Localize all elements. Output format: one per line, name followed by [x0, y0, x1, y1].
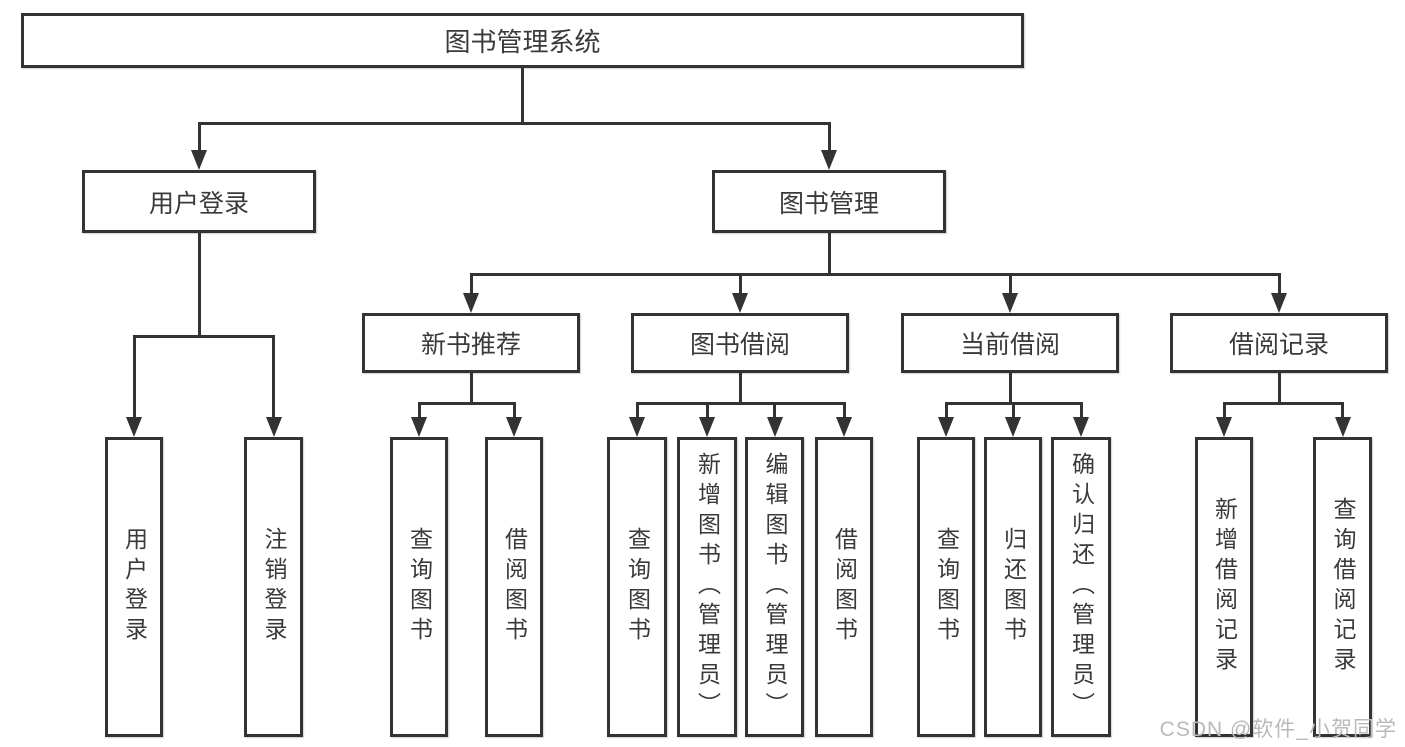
connector-line: [469, 273, 473, 295]
leaf-borrow-books: 借阅图书: [815, 437, 873, 737]
node-current-borrowing: 当前借阅: [901, 313, 1119, 373]
connector-line: [521, 68, 524, 122]
arrowhead-icon: [938, 417, 954, 437]
arrowhead-icon: [1073, 417, 1089, 437]
node-label: 确认归还（管理员）: [1068, 452, 1095, 722]
connector-line: [1277, 373, 1281, 405]
node-label: 图书借阅: [689, 331, 790, 359]
arrowhead-icon: [411, 417, 427, 437]
connector-line: [1079, 402, 1083, 420]
arrowhead-icon: [265, 417, 282, 437]
node-borrowing-records: 借阅记录: [1170, 313, 1388, 373]
connector-line: [512, 402, 516, 420]
node-label: 当前借阅: [959, 331, 1060, 359]
leaf-user-login: 用户登录: [105, 437, 163, 737]
connector-line: [197, 122, 201, 154]
node-label: 借阅图书: [501, 527, 528, 647]
arrowhead-icon: [699, 417, 715, 437]
arrowhead-icon: [1216, 417, 1232, 437]
connector-line: [132, 335, 136, 420]
arrowhead-icon: [463, 293, 479, 313]
node-book-management: 图书管理: [712, 170, 946, 233]
arrowhead-icon: [821, 150, 837, 170]
node-label: 借阅图书: [831, 527, 858, 647]
leaf-search-books-borrowing: 查询图书: [607, 437, 667, 737]
node-library-management-system: 图书管理系统: [21, 13, 1024, 68]
leaf-search-borrow-record: 查询借阅记录: [1313, 437, 1372, 737]
connector-line: [635, 402, 639, 420]
node-label: 用户登录: [148, 189, 249, 218]
arrowhead-icon: [191, 150, 207, 170]
connector-line: [1341, 402, 1344, 420]
node-label: 新增借阅记录: [1211, 497, 1238, 677]
leaf-borrow-books-recommend: 借阅图书: [485, 437, 543, 737]
connector-line: [842, 402, 846, 420]
connector-line: [417, 402, 516, 405]
node-label: 查询图书: [406, 527, 433, 647]
node-book-borrowing: 图书借阅: [631, 313, 849, 373]
arrowhead-icon: [1002, 293, 1018, 313]
arrowhead-icon: [766, 417, 783, 437]
arrowhead-icon: [629, 417, 645, 437]
node-label: 新增图书（管理员）: [694, 452, 721, 722]
node-user-login: 用户登录: [82, 170, 316, 233]
node-new-book-recommendation: 新书推荐: [362, 313, 580, 373]
leaf-search-books-current: 查询图书: [917, 437, 975, 737]
connector-line: [738, 273, 742, 295]
connector-line: [827, 233, 831, 276]
node-label: 图书管理系统: [444, 27, 601, 57]
connector-line: [705, 402, 709, 420]
connector-line: [1222, 402, 1343, 405]
connector-line: [132, 335, 275, 338]
leaf-return-books: 归还图书: [984, 437, 1042, 737]
node-label: 查询图书: [933, 527, 960, 647]
node-label: 图书管理: [778, 189, 879, 218]
leaf-edit-books-admin: 编辑图书（管理员）: [745, 437, 804, 737]
connector-line: [944, 402, 948, 420]
connector-line: [197, 122, 831, 125]
arrowhead-icon: [1334, 417, 1351, 437]
connector-line: [469, 373, 473, 405]
connector-line: [827, 122, 831, 154]
connector-line: [1222, 402, 1226, 420]
connector-line: [635, 402, 846, 405]
node-label: 归还图书: [1000, 527, 1027, 647]
connector-line: [197, 233, 201, 335]
node-label: 借阅记录: [1228, 331, 1329, 359]
node-label: 查询借阅记录: [1330, 497, 1356, 677]
arrowhead-icon: [732, 293, 748, 313]
arrowhead-icon: [1005, 417, 1021, 437]
connector-line: [1011, 402, 1015, 420]
leaf-add-borrow-record: 新增借阅记录: [1195, 437, 1253, 737]
connector-line: [469, 273, 1281, 276]
arrowhead-icon: [126, 417, 142, 437]
connector-line: [1008, 373, 1012, 405]
csdn-watermark: CSDN @软件_小贺同学: [1159, 718, 1397, 741]
connector-line: [1277, 273, 1281, 295]
connector-line: [773, 402, 776, 420]
leaf-search-books-recommend: 查询图书: [390, 437, 448, 737]
arrowhead-icon: [1271, 293, 1287, 313]
node-label: 新书推荐: [420, 331, 521, 359]
connector-line: [1008, 273, 1012, 295]
leaf-logout: 注销登录: [244, 437, 303, 737]
leaf-add-books-admin: 新增图书（管理员）: [677, 437, 737, 737]
connector-line: [417, 402, 421, 420]
arrowhead-icon: [506, 417, 522, 437]
node-label: 查询图书: [624, 527, 651, 647]
node-label: 用户登录: [121, 527, 148, 647]
node-label: 编辑图书（管理员）: [762, 452, 788, 722]
connector-line: [272, 335, 275, 420]
arrowhead-icon: [836, 417, 852, 437]
leaf-confirm-return-admin: 确认归还（管理员）: [1051, 437, 1111, 737]
node-label: 注销登录: [261, 527, 287, 647]
connector-line: [738, 373, 742, 405]
